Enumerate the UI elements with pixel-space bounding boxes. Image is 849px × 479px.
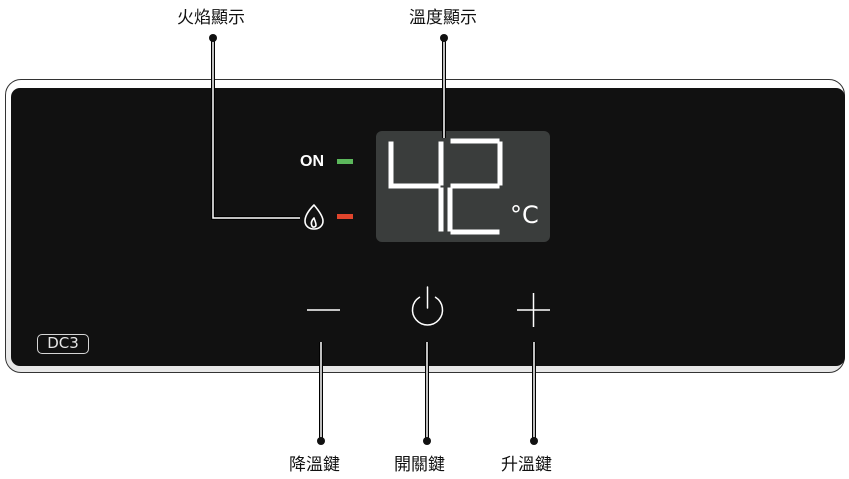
temperature-value-digits [388, 138, 503, 235]
plus-icon [517, 293, 550, 327]
callout-down-key: 降溫鍵 [289, 455, 340, 475]
callout-leaders [211, 39, 536, 440]
flame-indicator-led [337, 214, 353, 219]
leader-flame [211, 39, 300, 220]
power-icon [411, 286, 444, 326]
temperature-unit: °C [510, 201, 539, 229]
on-indicator-label: ON [300, 153, 324, 170]
callout-power-key: 開關鍵 [394, 455, 445, 475]
on-indicator-led [337, 159, 353, 164]
flame-icon [304, 204, 324, 230]
callout-up-key: 升溫鍵 [501, 455, 552, 475]
model-badge: DC3 [37, 334, 89, 354]
callout-temperature-display: 溫度顯示 [409, 8, 477, 28]
callout-dots [209, 34, 538, 445]
callout-flame-display: 火焰顯示 [177, 8, 245, 28]
